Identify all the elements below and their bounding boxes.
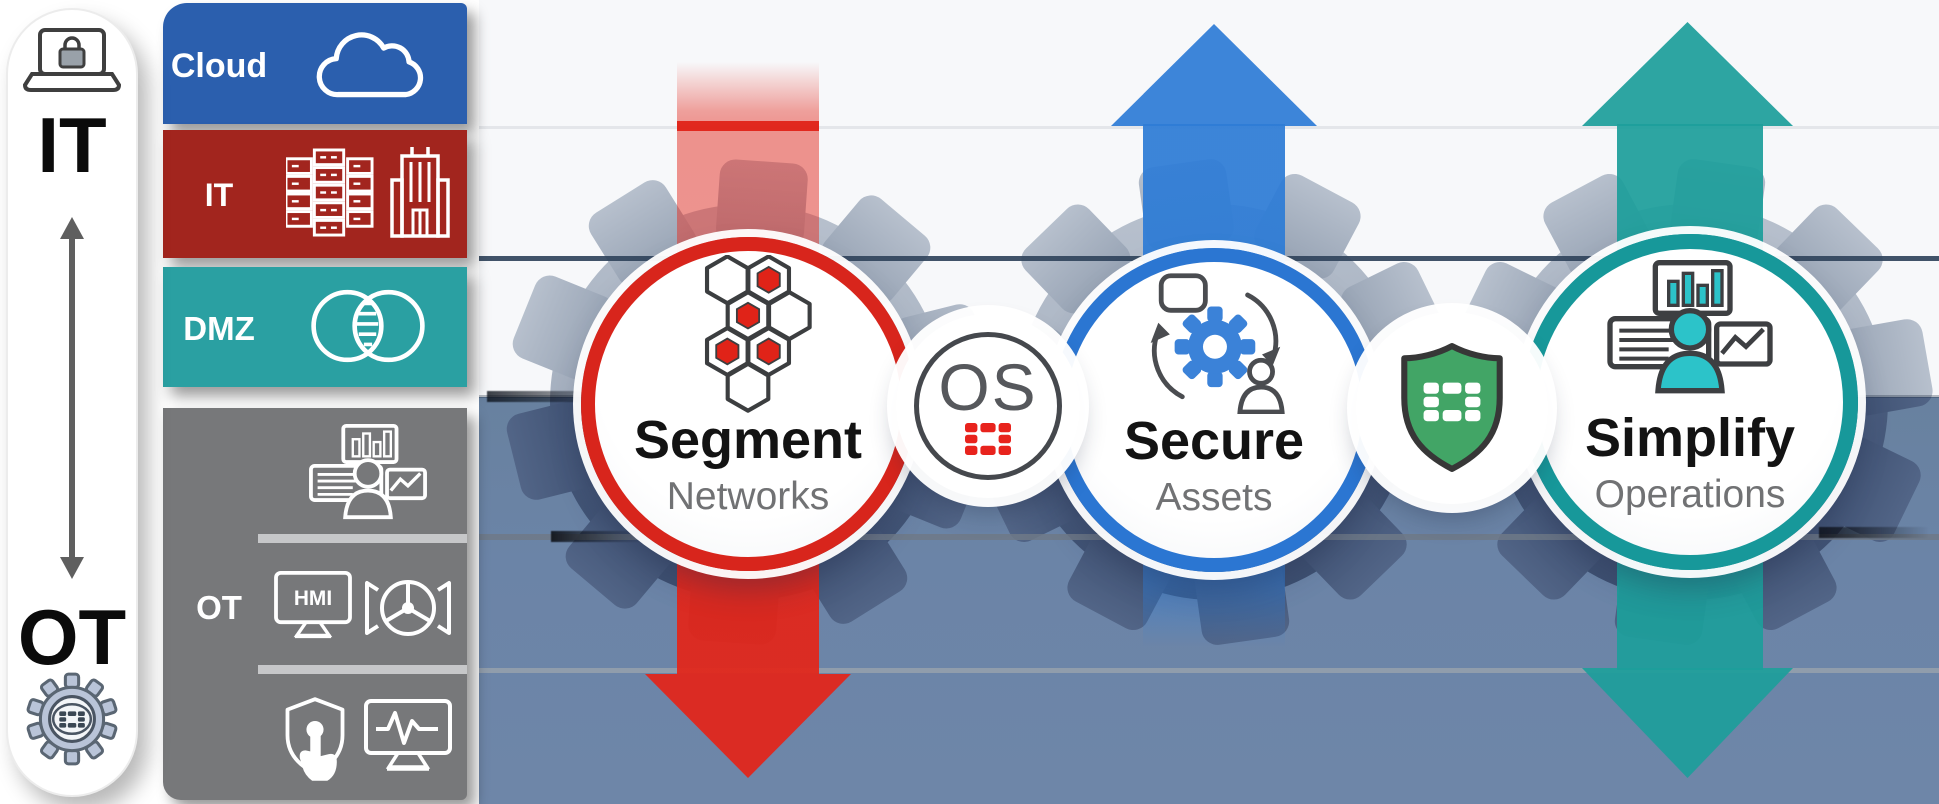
pillar-title: Secure (1123, 411, 1305, 471)
shield-touch-icon (285, 697, 345, 781)
line-artifact (1819, 527, 1929, 538)
layer-row-cloud: Cloud (163, 3, 467, 124)
pillar-subtitle: Assets (1155, 476, 1273, 519)
layer-row-ot: OT HMI (163, 408, 467, 800)
pillar-title: Simplify (1584, 408, 1796, 468)
pillar-subtitle: Operations (1594, 473, 1786, 516)
pillar-subtitle: Networks (666, 475, 830, 518)
pillar-secure-assets: Secure Assets (1052, 248, 1376, 572)
ot-divider (258, 534, 467, 543)
layer-label: IT (204, 177, 234, 213)
pill-ot-label: OT (17, 593, 127, 681)
laptop-lock-icon (22, 28, 122, 92)
operator-console-icon (1602, 259, 1778, 397)
pulse-monitor-icon (364, 699, 452, 771)
layer-label: Cloud (170, 47, 268, 85)
pillar-simplify-operations: Simplify Operations (1522, 234, 1858, 570)
layer-label: OT (196, 589, 242, 626)
layer-label: DMZ (183, 310, 255, 347)
fortinet-shield-badge (1356, 312, 1548, 504)
pillar-segment-networks: Segment Networks (581, 237, 915, 571)
svg-text:HMI: HMI (294, 587, 332, 610)
gear-globe-icon (26, 672, 118, 766)
os-label: OS (938, 350, 1038, 425)
layer-row-it: IT (163, 130, 467, 258)
pillar-title: Segment (633, 410, 863, 470)
venn-overlap-icon (311, 289, 425, 363)
ot-divider (258, 665, 467, 674)
line-artifact (487, 391, 657, 402)
up-down-arrow-icon (60, 217, 84, 579)
honeycomb-segmentation-icon (704, 255, 812, 413)
main-canvas: Segment Networks Secure Assets (479, 0, 1939, 804)
segment-down-arrow-bar (677, 121, 819, 131)
line-artifact (551, 531, 646, 542)
hmi-monitor-icon: HMI (274, 570, 352, 639)
fortinet-shield-icon (1401, 343, 1503, 472)
os-ring (914, 332, 1062, 480)
level-line-ot-2 (479, 668, 1939, 673)
pill-it-label: IT (37, 101, 107, 189)
server-rack-icon (286, 148, 374, 237)
building-icon (390, 147, 450, 238)
operator-console-icon (305, 424, 431, 521)
layer-row-dmz: DMZ (163, 267, 467, 387)
valve-icon (365, 580, 451, 636)
asset-lifecycle-gear-icon (1150, 273, 1285, 414)
cloud-icon (316, 32, 424, 98)
it-ot-spectrum-pill: IT OT (6, 8, 138, 797)
fortigate-os-badge: OS (896, 314, 1080, 498)
fortinet-logo-red-icon (964, 422, 1011, 455)
